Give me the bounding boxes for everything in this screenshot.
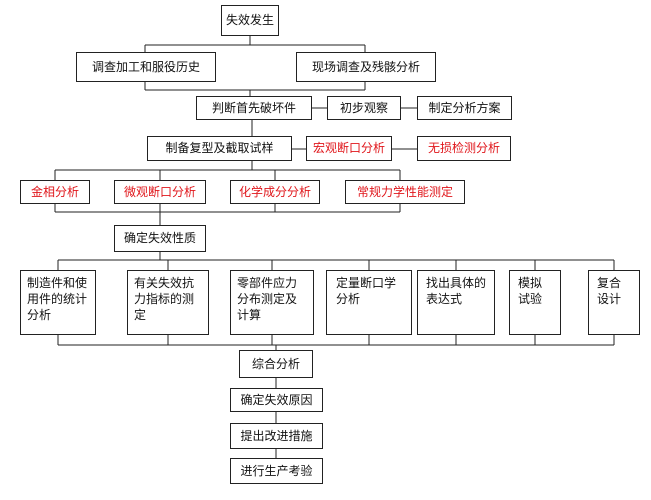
chemical-composition-node: 化学成分分析 <box>230 180 320 204</box>
find-expression-node: 找出具体的表达式 <box>417 270 495 335</box>
production-verification-node: 进行生产考验 <box>230 458 323 484</box>
site-investigation-node: 现场调查及残骸分析 <box>296 52 436 82</box>
prepare-sample-node: 制备复型及截取试样 <box>147 136 292 161</box>
determine-first-broken-part-node: 判断首先破坏件 <box>196 96 312 120</box>
stress-distribution-node: 零部件应力分布测定及计算 <box>230 270 314 335</box>
comprehensive-analysis-node: 综合分析 <box>239 350 313 378</box>
initial-observation-node: 初步观察 <box>327 96 401 120</box>
macro-fracture-node: 宏观断口分析 <box>306 136 392 161</box>
composite-design-node: 复合设计 <box>588 270 640 335</box>
investigate-history-node: 调查加工和服役历史 <box>76 52 216 82</box>
formulate-plan-node: 制定分析方案 <box>417 96 512 120</box>
propose-improvements-node: 提出改进措施 <box>230 423 323 449</box>
micro-fracture-node: 微观断口分析 <box>114 180 206 204</box>
failure-occurs-node: 失效发生 <box>221 5 279 36</box>
simulation-test-node: 模拟试验 <box>509 270 561 335</box>
mechanical-property-node: 常规力学性能测定 <box>345 180 465 204</box>
quantitative-fracture-node: 定量断口学分析 <box>326 270 412 335</box>
statistics-node: 制造件和使用件的统计分析 <box>20 270 96 335</box>
ndt-analysis-node: 无损检测分析 <box>417 136 511 161</box>
metallographic-node: 金相分析 <box>20 180 90 204</box>
fracture-resistance-node: 有关失效抗力指标的测定 <box>127 270 209 335</box>
determine-cause-node: 确定失效原因 <box>230 388 323 412</box>
determine-failure-nature-node: 确定失效性质 <box>114 225 206 252</box>
